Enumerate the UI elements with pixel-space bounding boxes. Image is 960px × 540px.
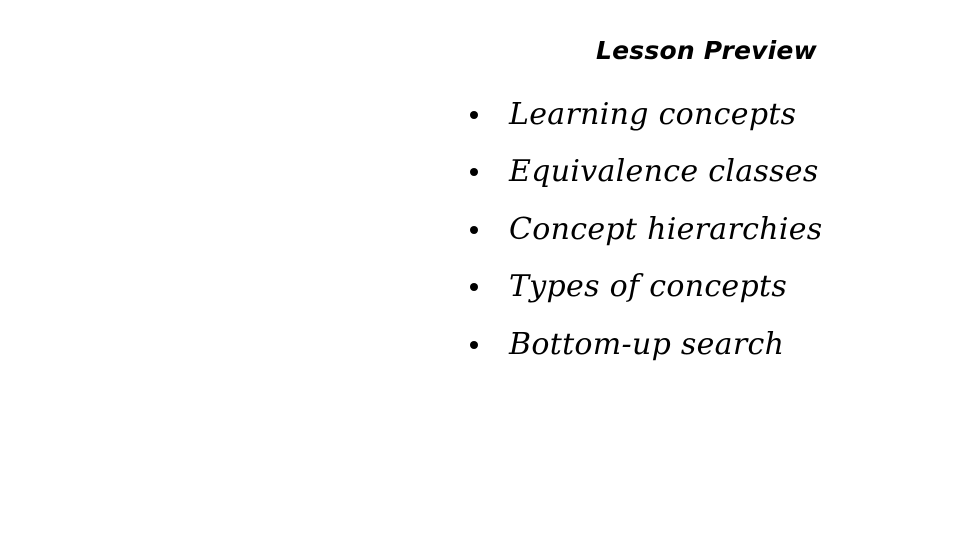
list-item: Learning concepts: [470, 86, 823, 144]
list-item-text: Bottom-up search: [509, 326, 785, 362]
list-item-text: Types of concepts: [509, 269, 788, 305]
list-item-text: Equivalence classes: [509, 154, 819, 190]
bullet-icon: [470, 283, 478, 292]
list-item-text: Learning concepts: [509, 96, 797, 132]
bullet-icon: [470, 225, 478, 234]
list-item: Equivalence classes: [470, 144, 823, 202]
bullet-icon: [470, 340, 478, 349]
bullet-icon: [470, 168, 478, 177]
slide-title: Lesson Preview: [596, 36, 817, 65]
list-item-text: Concept hierarchies: [509, 211, 823, 247]
list-item: Concept hierarchies: [470, 201, 823, 259]
bullet-icon: [470, 110, 478, 119]
preview-list: Learning concepts Equivalence classes Co…: [470, 86, 823, 374]
list-item: Bottom-up search: [470, 316, 823, 374]
list-item: Types of concepts: [470, 259, 823, 317]
